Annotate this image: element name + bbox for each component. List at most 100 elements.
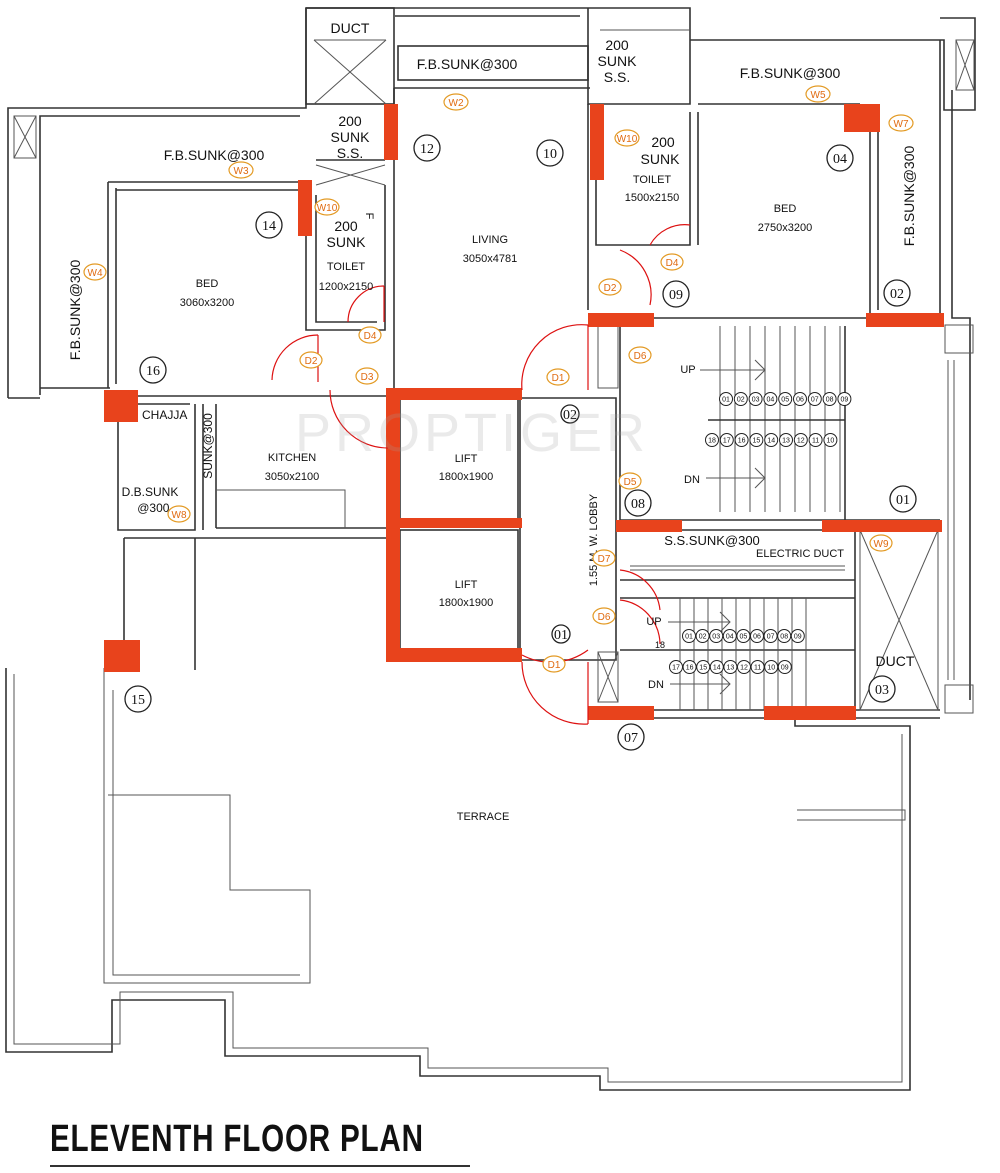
door-tags: D2 D4 D2 D3 D1 D1 D5 D6 D7 D6 D4	[299, 253, 684, 673]
door-tag-5: D1	[552, 373, 565, 384]
lift-2-size: 1800x1900	[439, 597, 493, 609]
stair-step-upper-top-01: 01	[719, 392, 733, 406]
svg-text:18: 18	[708, 438, 716, 445]
upper-stair-treads	[708, 326, 845, 512]
door-tag-8: D6	[634, 351, 647, 362]
stair-step-lower-top-09: 09	[790, 629, 805, 643]
svg-text:14: 14	[713, 665, 721, 672]
centre-walls	[305, 7, 699, 396]
svg-text:16: 16	[738, 438, 746, 445]
svg-text:12: 12	[797, 438, 805, 445]
stair-step-upper-bottom-14: 14	[764, 433, 779, 447]
circled-number-11: 03	[875, 683, 889, 698]
watermark: PROPTIGER	[295, 403, 650, 463]
svg-text:11: 11	[812, 438, 819, 445]
stair-step-upper-top-09: 09	[837, 392, 852, 406]
svg-text:07: 07	[811, 397, 819, 404]
sunk-word-right-label: SUNK	[598, 53, 638, 69]
room-labels: LIVING 3050x4781 BED 3060x3200 BED 2750x…	[142, 174, 812, 823]
circled-numbers: 12 10 04 14 09 02 16 08 01 15 03 07	[124, 134, 917, 751]
door-tag-10: D6	[598, 612, 611, 623]
electric-duct-label: ELECTRIC DUCT	[756, 548, 844, 560]
structural-columns	[104, 104, 944, 720]
svg-text:17: 17	[723, 438, 731, 445]
stair-step-lower-bottom-12: 12	[737, 660, 751, 674]
stair-up-label: UP	[680, 364, 695, 376]
window-tag-3: W5	[811, 90, 826, 101]
svg-text:08: 08	[826, 397, 834, 404]
door-tag-6: D1	[548, 660, 561, 671]
stair-step-lower-top-02: 02	[695, 629, 710, 643]
circled-number-1: 12	[420, 142, 434, 157]
window-tag-2: W3	[234, 166, 249, 177]
stair-step-lower-bottom-15: 15	[696, 660, 711, 674]
stair-step-lower-top-08: 08	[777, 629, 792, 643]
stair-step-lower-bottom-10: 10	[764, 660, 779, 674]
svg-text:13: 13	[727, 665, 735, 672]
lower-stair-treads	[679, 598, 807, 710]
sunk-word-toilet-right-label: SUNK	[641, 151, 681, 167]
svg-text:16: 16	[686, 665, 694, 672]
stair-step-upper-bottom-17: 17	[719, 433, 734, 447]
left-bed-name: BED	[196, 278, 219, 290]
fb-sunk-right-label: F.B.SUNK@300	[740, 65, 841, 81]
svg-text:10: 10	[767, 665, 775, 672]
stair-step-lower-bottom-16: 16	[682, 660, 697, 674]
window-tag-4: W7	[894, 119, 909, 130]
circled-number-6: 02	[890, 287, 904, 302]
window-tag-6: W10	[617, 134, 638, 145]
svg-text:07: 07	[767, 634, 775, 641]
db-sunk-label-line2: @300.	[137, 501, 173, 515]
svg-text:12: 12	[740, 665, 748, 672]
stair-step-lower-bottom-13: 13	[723, 660, 738, 674]
svg-text:17: 17	[672, 665, 680, 672]
sunk-200-toilet-left-label: 200	[334, 218, 358, 234]
stair-step-upper-top-06: 06	[793, 392, 807, 406]
stair-step-upper-bottom-18: 18	[705, 433, 719, 447]
circled-number-4: 14	[262, 219, 276, 234]
svg-text:13: 13	[782, 438, 790, 445]
svg-text:09: 09	[794, 634, 802, 641]
sunk-word-left-label: SUNK	[331, 129, 371, 145]
ss-left-label: S.S.	[337, 145, 363, 161]
svg-text:11: 11	[754, 665, 761, 672]
circled-number-8: 08	[631, 497, 645, 512]
svg-text:06: 06	[753, 634, 761, 641]
terrace-label: TERRACE	[457, 811, 510, 823]
sunk-200-toilet-right-label: 200	[651, 134, 675, 150]
stair-step-upper-top-08: 08	[822, 392, 837, 406]
stair-step-upper-bottom-15: 15	[749, 433, 764, 447]
window-tags: W2 W3 W5 W7 W10 W10 W4 W8 W9	[83, 85, 914, 552]
stair-step-upper-bottom-10: 10	[823, 433, 838, 447]
svg-text:09: 09	[841, 397, 849, 404]
lift-1-size: 1800x1900	[439, 471, 493, 483]
lift-1-name: LIFT	[455, 453, 478, 465]
stair-step-lower-top-01: 01	[682, 629, 696, 643]
fb-sunk-left-vertical-label: F.B.SUNK@300	[67, 259, 83, 360]
electric-duct-hatch	[630, 565, 845, 571]
lobby-label: 1.55 M. W. LOBBY	[588, 493, 600, 586]
stair-dn-lower-label: DN	[648, 679, 664, 691]
ss-sunk-label: S.S.SUNK@300	[664, 533, 760, 548]
stair-step-lower-top-04: 04	[722, 629, 737, 643]
living-room-name: LIVING	[472, 234, 508, 246]
door-swings	[271, 224, 691, 725]
stair-up-lower-label: UP	[646, 616, 661, 628]
stair-step-upper-bottom-12: 12	[793, 433, 808, 447]
sunk-word-toilet-left-label: SUNK	[327, 234, 367, 250]
ss-right-label: S.S.	[604, 69, 630, 85]
lobby-mark-1: 02	[563, 408, 577, 423]
right-toilet-size: 1500x2150	[625, 192, 679, 204]
svg-text:05: 05	[740, 634, 748, 641]
svg-text:02: 02	[737, 397, 745, 404]
left-toilet-size: 1200x2150	[319, 281, 373, 293]
stair-step-lower-top-05: 05	[736, 629, 751, 643]
right-bed-name: BED	[774, 203, 797, 215]
stair-arrows	[668, 359, 766, 695]
svg-text:05: 05	[781, 397, 789, 404]
door-tag-9: D7	[598, 554, 611, 565]
svg-text:06: 06	[796, 397, 804, 404]
right-wing-walls	[690, 17, 976, 714]
